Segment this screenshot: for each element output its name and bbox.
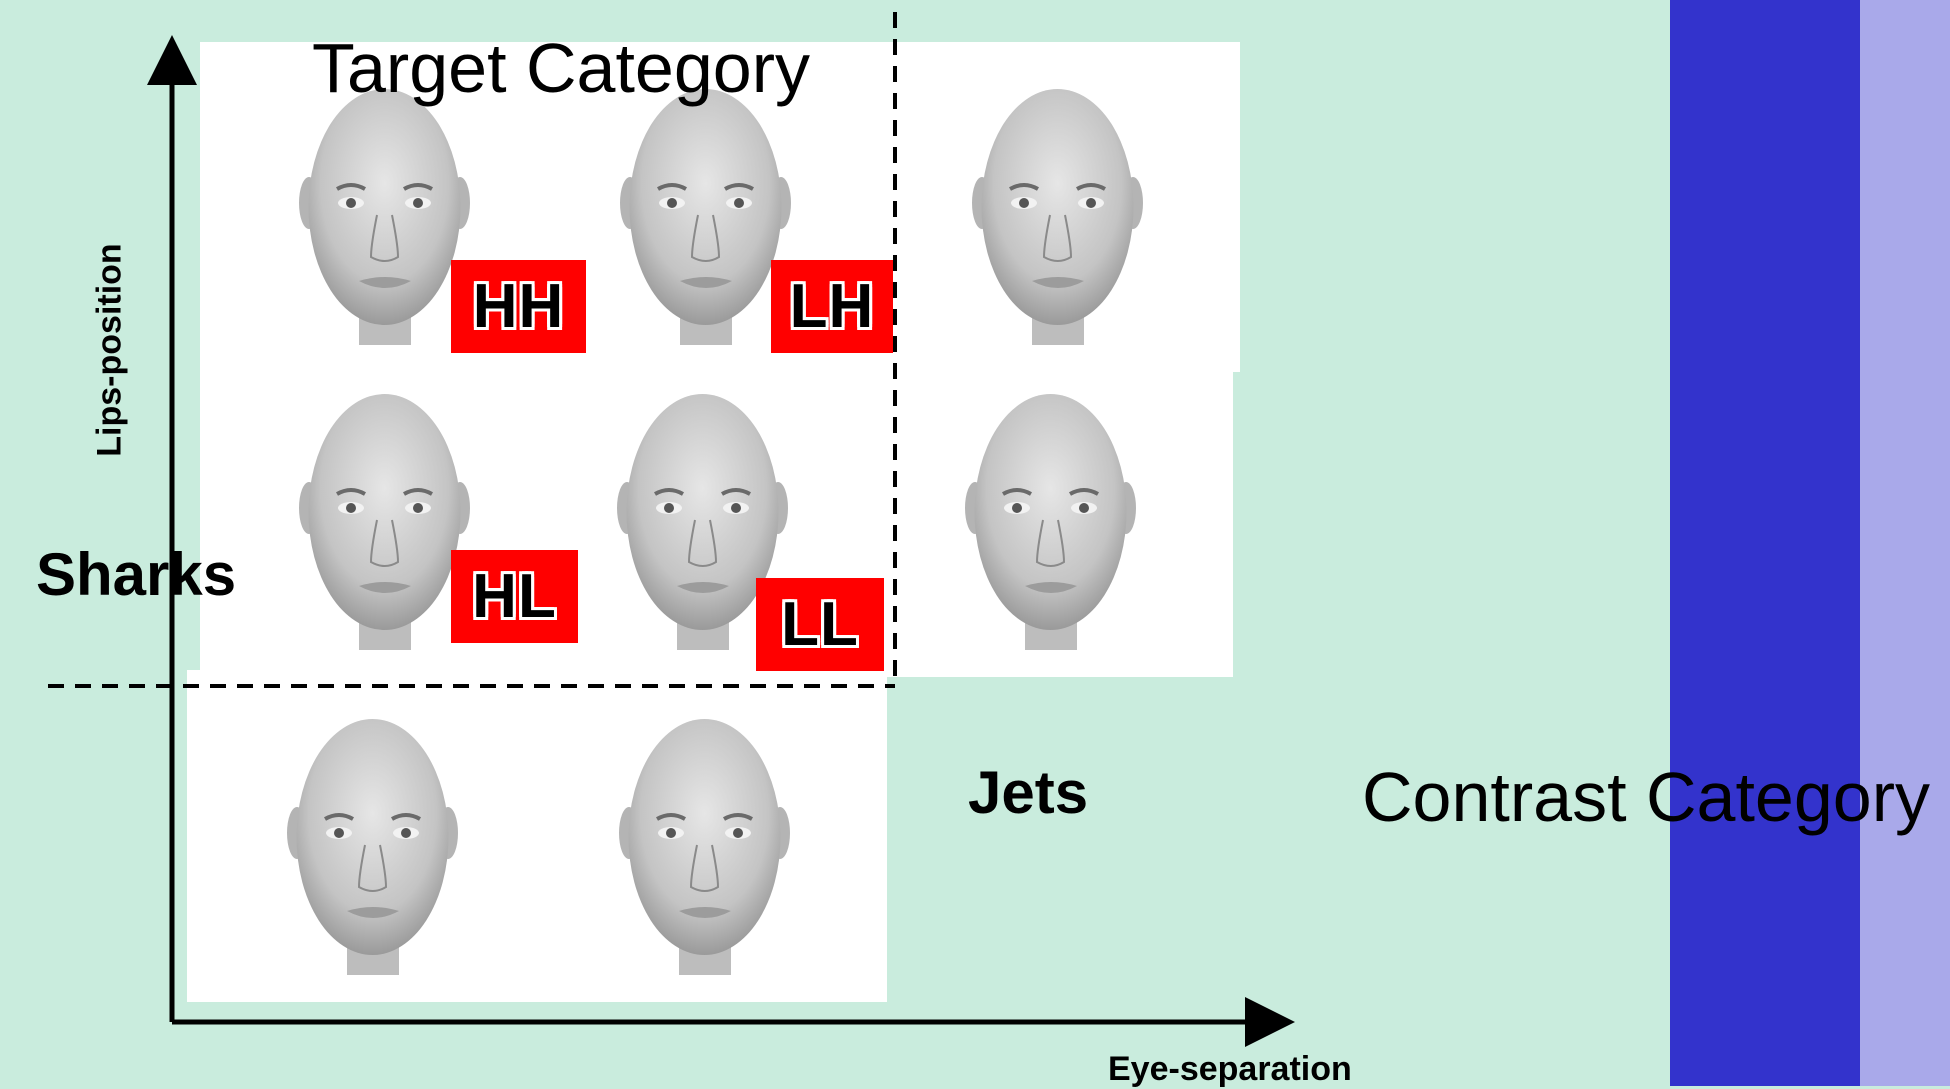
contrast-category-title: Contrast Category [1362,758,1931,836]
jets-label: Jets [968,759,1089,826]
sharks-label: Sharks [36,541,237,608]
x-axis-label: Eye-separation [1108,1050,1352,1088]
y-axis-label: Lips-position [90,243,129,457]
target-category-title: Target Category [312,29,811,107]
badge-hh: HH [451,260,586,353]
badge-ll: LL [756,578,884,671]
badge-lh: LH [771,260,893,353]
right-stripe-light [1860,0,1950,1086]
badge-hl: HL [451,550,578,643]
right-stripe-dark [1670,0,1860,1086]
